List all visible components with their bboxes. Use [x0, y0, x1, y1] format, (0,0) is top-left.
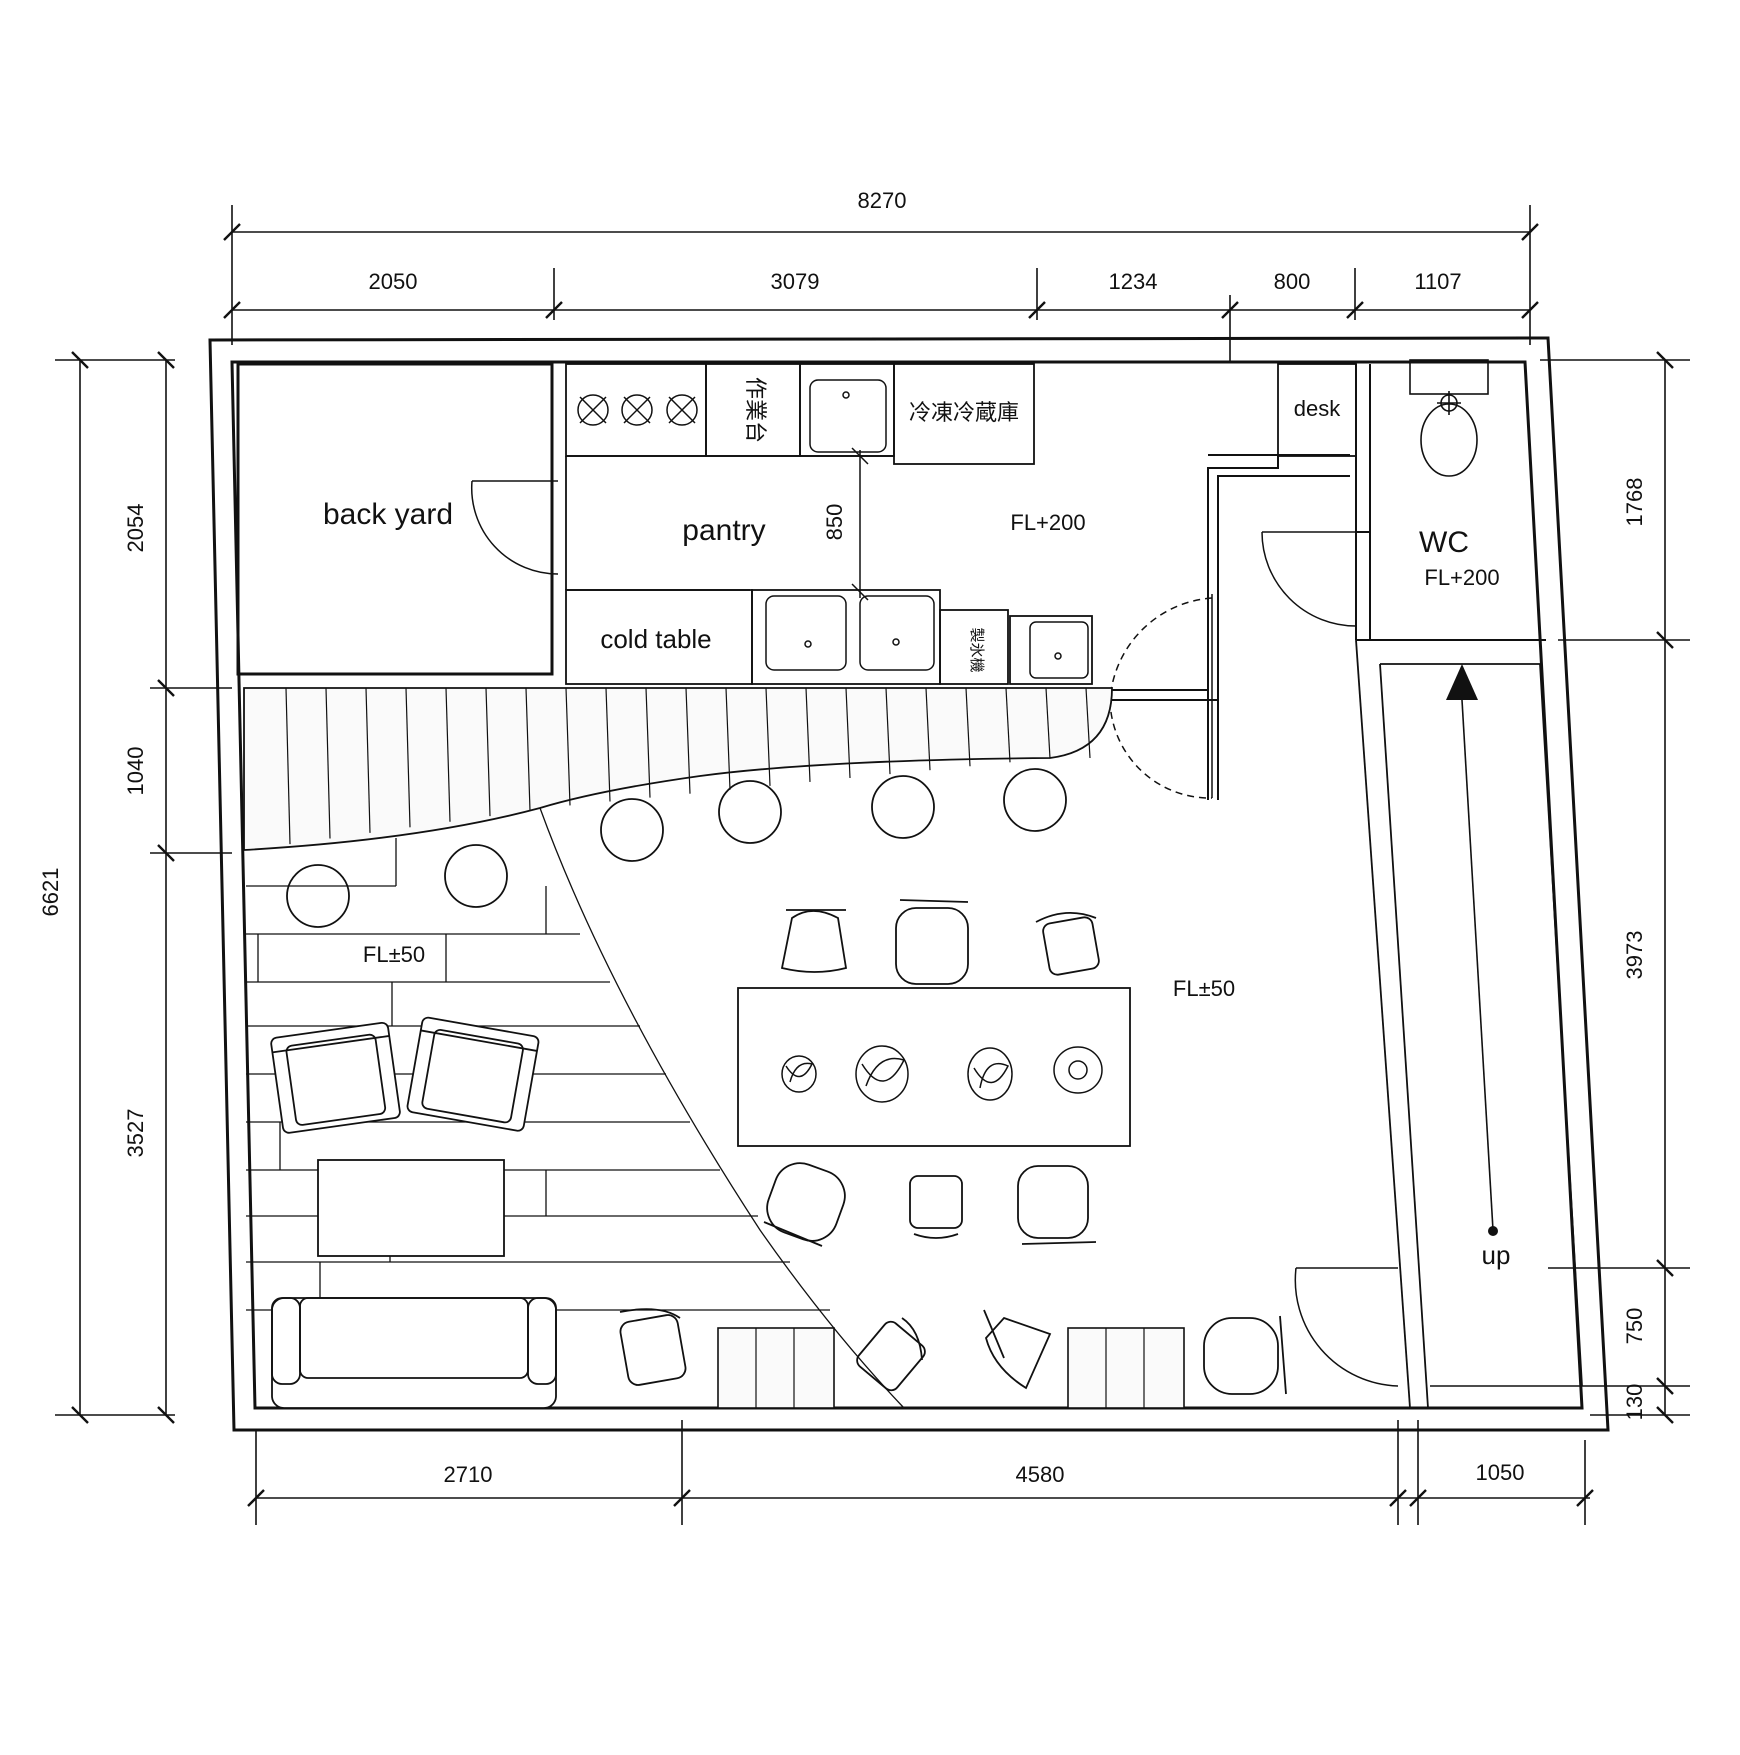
- counter-slat: [885, 687, 891, 775]
- double-sink-icon: [765, 595, 935, 671]
- counter-slat: [365, 687, 371, 833]
- dim-top-segment: 3079: [771, 269, 820, 294]
- dim-top-segment: 1107: [1414, 269, 1461, 294]
- kitchen-door: [1109, 597, 1213, 799]
- dim-right-segment: 1768: [1622, 478, 1647, 527]
- toilet-icon: [1409, 359, 1489, 477]
- lounge-level-label: FL±50: [363, 942, 425, 967]
- dim-right-segment: 3973: [1622, 931, 1647, 980]
- dim-left-segment: 3527: [123, 1109, 148, 1158]
- kitchen-level-label: FL+200: [1010, 510, 1085, 535]
- cafe-chairs: [619, 899, 1287, 1395]
- wc-level-label: FL+200: [1424, 565, 1499, 590]
- cafe-level-label: FL±50: [1173, 976, 1235, 1001]
- sink-icon: [809, 379, 887, 453]
- dim-top-total: 8270: [858, 188, 907, 213]
- back-yard-label: back yard: [323, 498, 453, 531]
- dim-right-segment: 750: [1622, 1308, 1647, 1345]
- counter-slat: [605, 687, 611, 802]
- armchair: [406, 1016, 540, 1132]
- counter-slat: [1085, 687, 1091, 759]
- dim-left-segment: 1040: [123, 747, 148, 796]
- counter-slat: [445, 687, 451, 822]
- dim-bottom-segment: 1050: [1476, 1460, 1525, 1485]
- stair-up-label: up: [1482, 1240, 1511, 1270]
- stair-arrow-icon: [1446, 664, 1498, 1236]
- counter-slat: [685, 687, 691, 794]
- wc-label: WC: [1419, 526, 1469, 559]
- hand-sink-icon: [1029, 621, 1089, 679]
- counter-slat: [645, 687, 651, 798]
- counter-slat: [805, 687, 811, 782]
- entrance-door: [1294, 1267, 1399, 1387]
- dim-top-segment: 1234: [1109, 269, 1158, 294]
- counter-slat: [845, 687, 851, 779]
- counter-slat: [285, 687, 291, 845]
- bar-stools: [286, 768, 1067, 928]
- freezer-label: 冷凍冷蔵庫: [909, 400, 1019, 425]
- cold-table-label: cold table: [600, 624, 711, 654]
- counter-slat: [485, 687, 491, 817]
- exterior-wall: [208, 336, 1610, 1432]
- armchair: [270, 1021, 401, 1134]
- dim-left-segment: 2054: [123, 504, 148, 553]
- pantry-label: pantry: [682, 514, 765, 547]
- bar-counter: [243, 687, 1113, 851]
- counter-slat: [765, 687, 771, 786]
- wc-room: [1355, 364, 1546, 641]
- wood-bench: [1067, 1327, 1185, 1409]
- pantry-dimension: 850: [822, 504, 847, 541]
- kitchen-partition: [1110, 454, 1350, 800]
- counter-slat: [725, 687, 731, 790]
- dim-top-segment: 800: [1274, 269, 1311, 294]
- dim-left-total: 6621: [38, 868, 63, 917]
- counter-slat: [565, 687, 571, 806]
- counter-slat: [525, 687, 531, 811]
- kitchen-counter-bottom: [565, 589, 1093, 685]
- counter-slat: [325, 687, 331, 839]
- dim-bottom-segment: 4580: [1016, 1462, 1065, 1487]
- table-plants-icon: [781, 1045, 1103, 1103]
- counter-slat: [1005, 687, 1011, 763]
- communal-table: [737, 987, 1131, 1147]
- staircase: [1355, 639, 1583, 1409]
- wood-bench: [717, 1327, 835, 1409]
- back-yard-door: [470, 480, 559, 575]
- kitchen-counter-top: [565, 363, 1035, 465]
- ice-maker-label: 製氷機: [968, 627, 985, 672]
- back-yard-room: [236, 362, 554, 676]
- counter-slat: [965, 687, 971, 767]
- dim-right-segment: 130: [1622, 1384, 1647, 1421]
- dim-top-segment: 2050: [369, 269, 418, 294]
- wc-door: [1261, 531, 1357, 627]
- counter-slat: [1045, 687, 1051, 759]
- stove-burners-icon: [577, 394, 698, 426]
- pantry-dimension-line: [851, 447, 869, 601]
- counter-slat: [925, 687, 931, 771]
- counter-slat: [405, 687, 411, 828]
- sofa: [271, 1297, 557, 1409]
- desk-label: desk: [1294, 396, 1341, 421]
- dim-bottom-segment: 2710: [444, 1462, 493, 1487]
- lounge-table: [317, 1159, 505, 1257]
- work-table-label: 作業台: [743, 377, 768, 443]
